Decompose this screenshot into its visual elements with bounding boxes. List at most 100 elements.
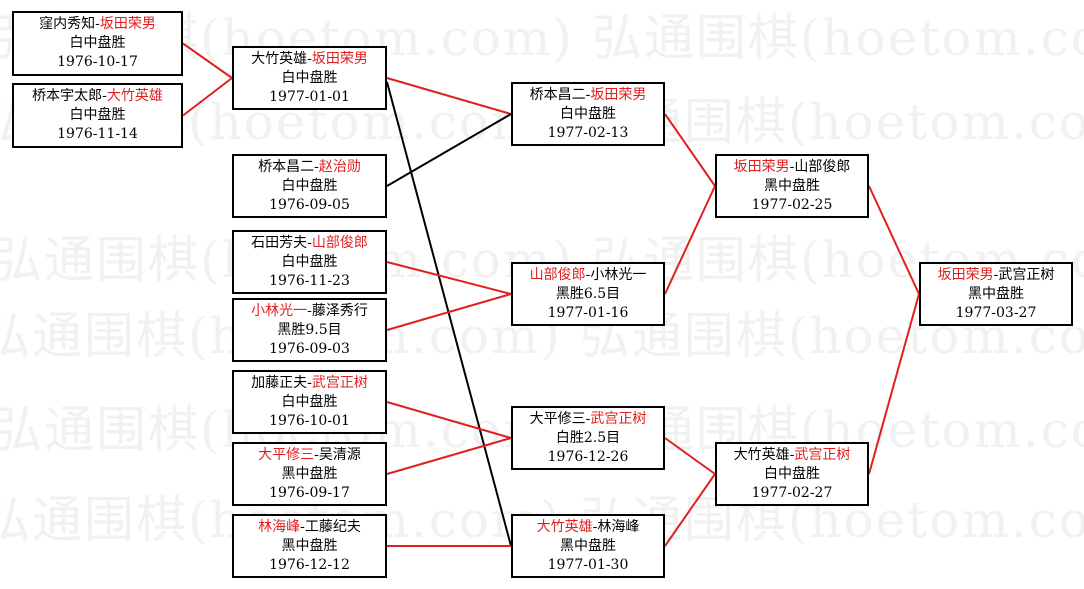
match-date: 1976-09-03: [269, 340, 350, 357]
match-players: 桥本昌二-赵治勋: [258, 158, 361, 177]
match-date: 1976-10-01: [269, 412, 350, 429]
winner-connector: [868, 293, 920, 475]
match-box: 小林光一-藤泽秀行黑胜9.5目 1976-09-03: [232, 298, 387, 362]
white-player: 武宫正树: [998, 266, 1055, 283]
match-result: 黑胜6.5目: [555, 285, 621, 302]
match-date: 1976-09-05: [269, 196, 350, 213]
match-box: 林海峰-工藤纪夫黑中盘胜 1976-12-12: [232, 514, 387, 578]
white-player: 武宫正树: [590, 410, 647, 427]
match-date: 1976-09-17: [269, 484, 350, 501]
player-separator: -: [585, 266, 591, 283]
loser-connector: [386, 113, 512, 187]
winner-connector: [182, 77, 233, 117]
white-player: 坂田荣男: [99, 16, 156, 32]
player-separator: -: [789, 446, 795, 463]
player-separator: -: [314, 446, 319, 463]
winner-connector: [386, 293, 512, 331]
winner-connector: [386, 437, 512, 475]
match-date: 1977-02-25: [751, 196, 833, 213]
match-result: 白中盘胜: [69, 107, 126, 123]
match-players: 大竹英雄-坂田荣男: [251, 50, 368, 69]
match-players: 桥本宇太郎-大竹英雄: [32, 87, 163, 106]
black-player: 石田芳夫: [251, 234, 308, 251]
black-player: 坂田荣男: [733, 158, 790, 175]
match-players: 坂田荣男-山部俊郎: [734, 158, 851, 177]
match-result: 白中盘胜: [560, 105, 616, 122]
match-players: 石田芳夫-山部俊郎: [251, 234, 368, 253]
match-players: 大竹英雄-林海峰: [537, 518, 640, 537]
match-date: 1977-01-30: [547, 556, 629, 573]
black-player: 大平修三: [529, 410, 586, 427]
player-separator: -: [314, 158, 319, 175]
match-result: 黑中盘胜: [968, 285, 1024, 302]
match-players: 大平修三-武宫正树: [530, 410, 647, 429]
match-players: 小林光一-藤泽秀行: [251, 302, 368, 321]
match-date: 1977-03-27: [955, 304, 1037, 321]
player-separator: -: [307, 50, 312, 67]
winner-connector: [386, 77, 512, 115]
match-players: 山部俊郎-小林光一: [530, 266, 647, 285]
white-player: 吴清源: [318, 446, 361, 463]
match-date: 1976-12-26: [547, 448, 629, 465]
white-player: 山部俊郎: [794, 158, 851, 175]
white-player: 坂田荣男: [311, 50, 368, 67]
match-players: 桥本昌二-坂田荣男: [530, 86, 647, 105]
white-player: 武宫正树: [311, 374, 368, 391]
black-player: 大竹英雄: [251, 50, 308, 67]
player-separator: -: [585, 86, 591, 103]
match-result: 白中盘胜: [69, 35, 126, 51]
player-separator: -: [592, 518, 598, 535]
winner-connector: [386, 401, 512, 439]
player-separator: -: [789, 158, 795, 175]
loser-connector: [386, 81, 512, 547]
winner-connector: [664, 185, 716, 295]
player-separator: -: [102, 88, 107, 104]
player-separator: -: [307, 302, 312, 319]
match-result: 黑中盘胜: [281, 537, 338, 554]
match-date: 1976-11-23: [269, 272, 350, 289]
white-player: 武宫正树: [794, 446, 851, 463]
black-player: 加藤正夫: [251, 374, 308, 391]
black-player: 林海峰: [258, 518, 301, 535]
match-box: 大平修三-武宫正树白胜2.5目 1976-12-26: [511, 406, 665, 470]
winner-connector: [182, 42, 233, 79]
black-player: 大竹英雄: [536, 518, 593, 535]
black-player: 桥本昌二: [529, 86, 586, 103]
winner-connector: [664, 473, 716, 547]
match-result: 白中盘胜: [281, 177, 338, 194]
white-player: 坂田荣男: [590, 86, 647, 103]
match-players: 窪内秀知-坂田荣男: [39, 15, 156, 34]
match-players: 林海峰-工藤纪夫: [258, 518, 361, 537]
winner-connector: [386, 261, 512, 295]
black-player: 山部俊郎: [529, 266, 586, 283]
match-date: 1977-01-16: [547, 304, 629, 321]
match-result: 黑中盘胜: [560, 537, 616, 554]
player-separator: -: [300, 518, 305, 535]
match-date: 1976-10-17: [57, 54, 138, 70]
white-player: 林海峰: [597, 518, 640, 535]
winner-connector: [664, 437, 716, 475]
match-date: 1977-02-13: [547, 124, 629, 141]
match-box: 山部俊郎-小林光一黑胜6.5目 1977-01-16: [511, 262, 665, 326]
match-result: 白胜2.5目: [555, 429, 621, 446]
white-player: 大竹英雄: [106, 88, 163, 104]
match-result: 黑胜9.5目: [277, 321, 342, 338]
match-players: 加藤正夫-武宫正树: [251, 374, 368, 393]
white-player: 赵治勋: [318, 158, 361, 175]
match-date: 1977-02-27: [751, 484, 833, 501]
match-date: 1976-12-12: [269, 556, 350, 573]
black-player: 小林光一: [251, 302, 308, 319]
winner-connector: [868, 185, 920, 295]
black-player: 窪内秀知: [39, 16, 96, 32]
match-result: 白中盘胜: [764, 465, 820, 482]
